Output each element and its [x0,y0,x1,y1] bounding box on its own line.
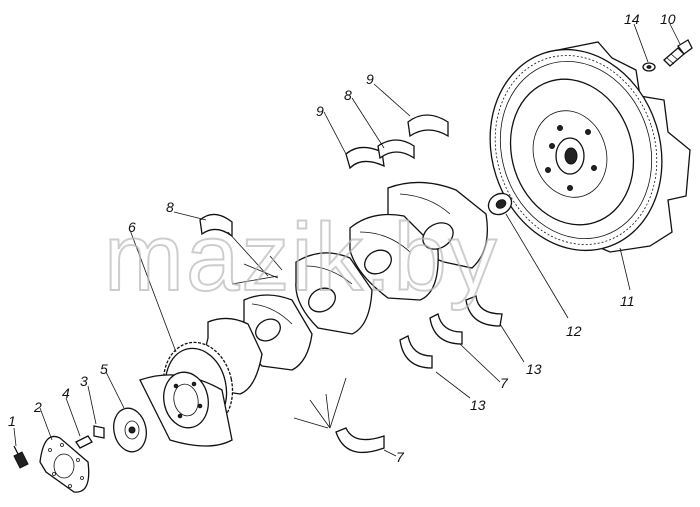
bolt-1 [13,445,29,469]
callout-5: 5 [100,361,108,377]
main-bearing-shell-8-top [377,139,415,160]
callout-13-right: 13 [526,361,542,377]
flywheel-bolt [663,39,693,67]
leader-lines [13,23,681,457]
crankshaft [204,181,489,395]
pilot-bearing [487,192,513,216]
callout-7-mid: 7 [500,375,509,391]
main-bearing-shell-9-left [345,146,385,170]
washer-plate [39,435,90,493]
bolt-4 [75,435,93,449]
callout-10: 10 [660,11,676,27]
main-bearing-shell-9-right [407,114,449,138]
callout-12: 12 [566,323,582,339]
callout-11: 11 [620,293,635,309]
lock-washer [642,62,656,72]
main-bearing-shell-7-mid [429,313,463,345]
crankshaft-gear [139,341,234,447]
lock-plate-3 [93,425,105,439]
callout-13-left: 13 [470,397,486,413]
callout-7-bottom: 7 [396,449,405,465]
main-bearing-shell-7-bottom [335,427,385,454]
callout-8-top: 8 [344,87,352,103]
callout-9-left: 9 [316,103,324,119]
flywheel [489,41,691,253]
callout-4: 4 [62,385,70,401]
thrust-washer-13-right [465,295,503,327]
pulley-hub-5 [113,407,147,453]
thrust-washer-13-left [399,335,433,369]
watermark: mazik.by [104,204,499,311]
callout-6: 6 [128,219,136,235]
callout-3: 3 [80,373,88,389]
callout-2: 2 [33,399,42,415]
callout-1: 1 [8,413,16,429]
callout-14: 14 [624,11,640,27]
callout-9-right: 9 [366,71,374,87]
callout-8-left: 8 [166,199,174,215]
